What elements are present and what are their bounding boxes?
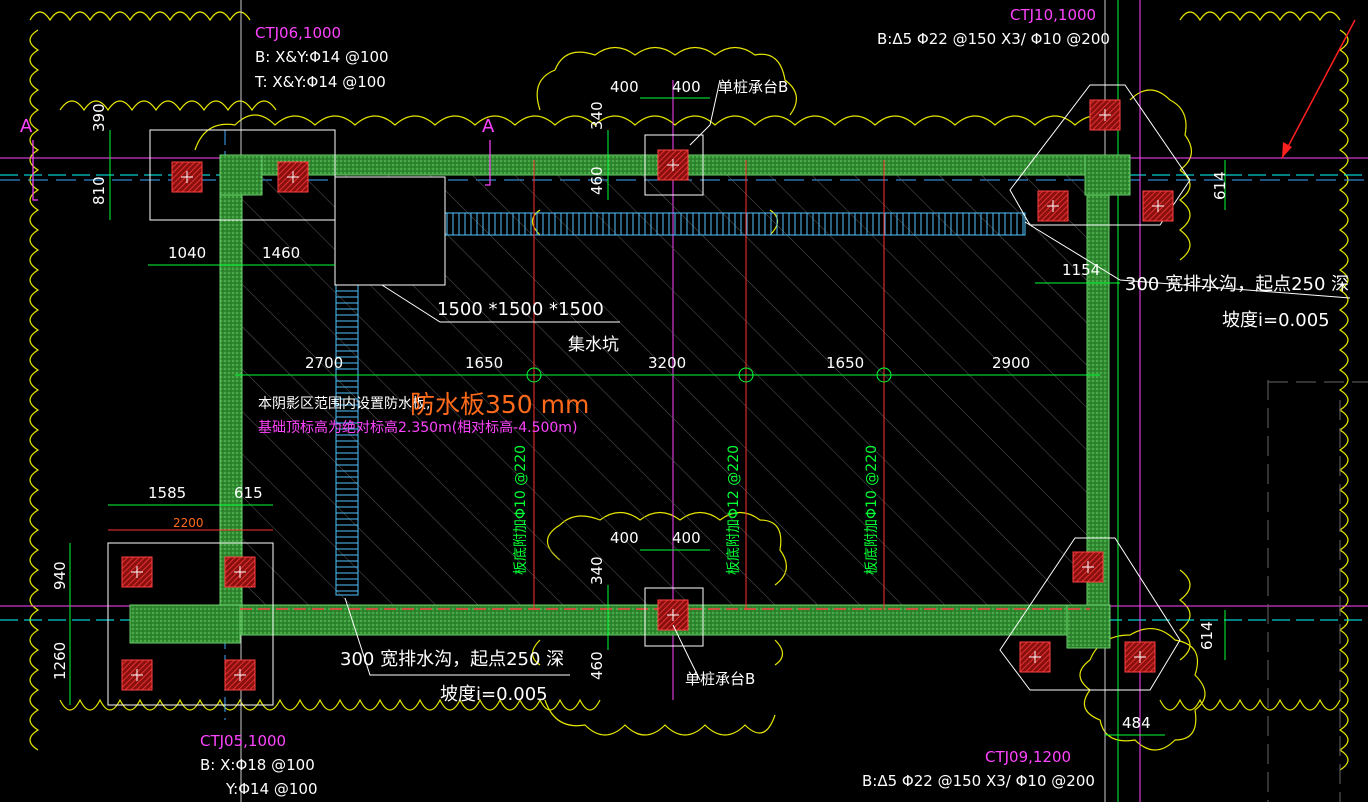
dimension-lines [69, 97, 1226, 736]
rebar-lines [533, 160, 885, 610]
dim-460: 460 [588, 166, 606, 195]
dim-940: 940 [51, 561, 69, 590]
section-mark-lines [32, 140, 491, 201]
dim-1040: 1040 [168, 244, 206, 262]
ctj10-name: CTJ10,1000 [1010, 6, 1096, 24]
rebar-label-middle: 板底附加Φ12 @220 [726, 445, 742, 575]
drain-slope-top: 坡度i=0.005 [1222, 310, 1330, 331]
dim-400d: 400 [672, 529, 701, 547]
drain-slope-bottom: 坡度i=0.005 [440, 684, 548, 705]
dimension-circles [526, 367, 892, 383]
pile-center-mark [1047, 200, 1059, 212]
drain-desc-top: 300 宽排水沟，起点250 深 [1125, 274, 1349, 295]
ctj10-bottom: B:Δ5 Φ22 @150 X3/ Φ10 @200 [877, 30, 1110, 48]
sump-name: 集水坑 [568, 335, 619, 355]
pile-center-mark [1152, 200, 1164, 212]
pile-cap-outlines [107, 84, 1191, 706]
ctj09-name: CTJ09,1200 [985, 748, 1071, 766]
dim-3200: 3200 [648, 354, 686, 372]
pile-cap-label-top: 单桩承台B [718, 78, 788, 96]
pile [1142, 190, 1174, 222]
pile-center-mark [234, 566, 246, 578]
drain-desc-bottom: 300 宽排水沟，起点250 深 [340, 649, 564, 670]
pile [1019, 641, 1051, 673]
dim-484: 484 [1122, 714, 1151, 732]
dim-615: 615 [234, 484, 263, 502]
pile-center-mark [1082, 561, 1094, 573]
ctj05-bottom-y: Y:Φ14 @100 [225, 780, 318, 798]
dim-614b: 614 [1198, 621, 1216, 650]
sump-size: 1500 *1500 *1500 [437, 299, 604, 320]
pile-center-mark [667, 609, 679, 621]
rebar-label-right: 板底附加Φ10 @220 [864, 445, 880, 575]
pile-center-mark [1099, 109, 1111, 121]
pile-center-mark [181, 171, 193, 183]
dim-2700: 2700 [305, 354, 343, 372]
piles [121, 99, 1174, 691]
revision-cloud [29, 11, 1349, 771]
drain-channel-top [444, 212, 1026, 236]
red-arrow-head [1282, 142, 1292, 158]
leader-lines [344, 79, 1351, 681]
ctj05-name: CTJ05,1000 [200, 732, 286, 750]
dim-810: 810 [90, 176, 108, 205]
pile-center-mark [131, 669, 143, 681]
ctj06-name: CTJ06,1000 [255, 24, 341, 42]
rebar-label-left: 板底附加Φ10 @220 [513, 445, 529, 575]
dim-400a: 400 [610, 78, 639, 96]
dim-2200: 2200 [173, 516, 204, 530]
section-mark-left: A [20, 116, 33, 137]
note-line1: 本阴影区范围内设置防水板, [258, 395, 430, 412]
dim-340b: 340 [588, 556, 606, 585]
pile-center-mark [667, 159, 679, 171]
dim-400b: 400 [672, 78, 701, 96]
ctj06-bottom: B: X&Y:Φ14 @100 [255, 48, 389, 66]
dim-1650b: 1650 [826, 354, 864, 372]
dim-340: 340 [588, 101, 606, 130]
dim-1650a: 1650 [465, 354, 503, 372]
note-line2: 基础顶标高为绝对标高2.350m(相对标高-4.500m) [258, 419, 577, 436]
pile-center-mark [131, 566, 143, 578]
pile-cap-label-bottom: 单桩承台B [685, 670, 755, 688]
dim-460b: 460 [588, 651, 606, 680]
drain-channel-left [335, 284, 359, 596]
sump-pit [334, 176, 446, 286]
note-slab: 防水板350 mm [410, 390, 589, 419]
dim-2900: 2900 [992, 354, 1030, 372]
dim-1154: 1154 [1062, 261, 1100, 279]
section-mark-right: A [482, 116, 495, 137]
pile-center-mark [234, 669, 246, 681]
dim-400c: 400 [610, 529, 639, 547]
ctj05-bottom-x: B: X:Φ18 @100 [200, 756, 315, 774]
red-arrow [1281, 19, 1356, 159]
dim-1260: 1260 [51, 642, 69, 680]
pile-center-mark [1134, 651, 1146, 663]
dim-390: 390 [90, 103, 108, 132]
pile-center-mark [1029, 651, 1041, 663]
ctj06-top: T: X&Y:Φ14 @100 [254, 73, 386, 91]
dim-1585: 1585 [148, 484, 186, 502]
ctj09-bottom: B:Δ5 Φ22 @150 X3/ Φ10 @200 [862, 772, 1095, 790]
pile-center-mark [287, 171, 299, 183]
dim-614: 614 [1211, 171, 1229, 200]
dim-1460: 1460 [262, 244, 300, 262]
